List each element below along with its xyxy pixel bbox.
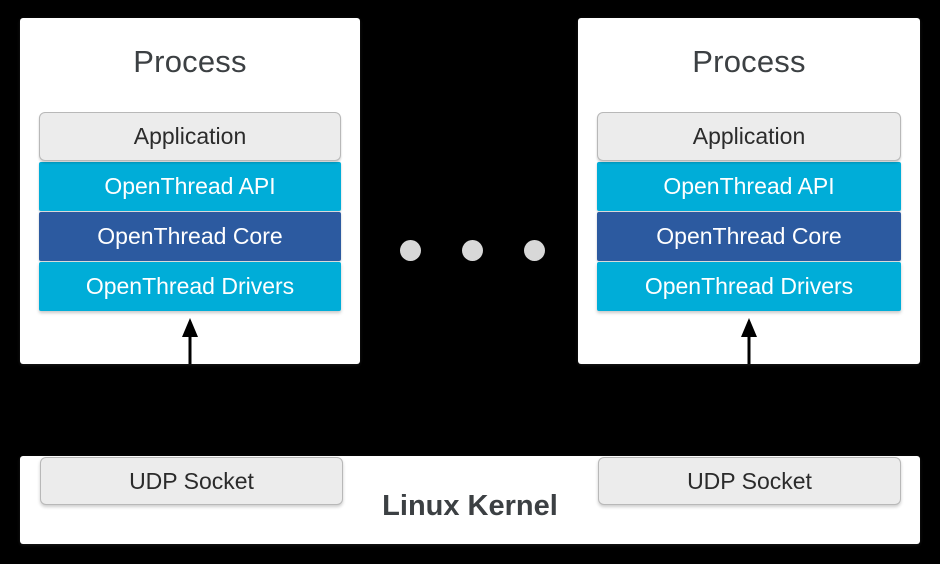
layer-openthread-api-left[interactable]: OpenThread API — [39, 162, 341, 211]
ellipsis-dot — [524, 240, 545, 261]
ellipsis-dot — [400, 240, 421, 261]
kernel-title: Linux Kernel — [382, 490, 558, 522]
layer-openthread-core-left[interactable]: OpenThread Core — [39, 212, 341, 261]
process-panel-right: Process Application OpenThread API OpenT… — [578, 18, 920, 364]
openthread-stack-right: Application OpenThread API OpenThread Co… — [597, 112, 901, 311]
process-title-right: Process — [692, 44, 806, 79]
udp-socket-right[interactable]: UDP Socket — [598, 457, 901, 505]
upward-arrow-icon-left — [182, 318, 198, 364]
udp-socket-left[interactable]: UDP Socket — [40, 457, 343, 505]
more-processes-ellipsis — [400, 240, 545, 261]
upward-arrow-icon-right — [741, 318, 757, 364]
layer-application-left[interactable]: Application — [39, 112, 341, 161]
layer-openthread-drivers-right[interactable]: OpenThread Drivers — [597, 262, 901, 311]
process-panel-left: Process Application OpenThread API OpenT… — [20, 18, 360, 364]
layer-openthread-core-right[interactable]: OpenThread Core — [597, 212, 901, 261]
layer-application-right[interactable]: Application — [597, 112, 901, 161]
layer-openthread-drivers-left[interactable]: OpenThread Drivers — [39, 262, 341, 311]
kernel-panel: UDP Socket Linux Kernel UDP Socket — [20, 456, 920, 544]
layer-openthread-api-right[interactable]: OpenThread API — [597, 162, 901, 211]
process-title-left: Process — [133, 44, 247, 79]
openthread-stack-left: Application OpenThread API OpenThread Co… — [39, 112, 341, 311]
ellipsis-dot — [462, 240, 483, 261]
